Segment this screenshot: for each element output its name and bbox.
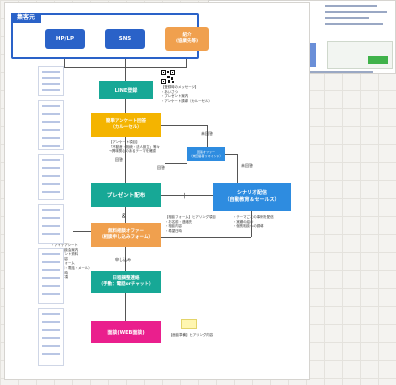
apply-label: 申し込み: [115, 257, 131, 262]
plus-label: ＋: [181, 192, 188, 200]
source-hp-lp[interactable]: HP/LP: [45, 29, 85, 49]
doc-link-list-2: [325, 5, 393, 35]
source-header: 集客元: [11, 13, 41, 23]
step-line-register[interactable]: LINE登録: [99, 81, 153, 99]
step-present[interactable]: プレゼント配布: [91, 183, 161, 207]
doc-screenshot: [327, 41, 393, 69]
amp-label: ＆: [121, 213, 128, 220]
thumbnail-2[interactable]: [38, 100, 64, 150]
unanswered-label-2: 未回答: [241, 163, 253, 168]
qr-code-icon: [161, 69, 175, 84]
source-sns[interactable]: SNS: [105, 29, 145, 49]
step-meeting[interactable]: 面談(WEB面談): [91, 321, 161, 343]
thumbnail-1[interactable]: [38, 66, 64, 96]
step-scenario[interactable]: シナリオ配信 （自動教育＆セールス）: [213, 183, 291, 211]
meeting-note: 【面談準備】ヒアリング内容: [169, 333, 214, 337]
answered-label-1: 回答: [115, 157, 123, 162]
thumbnail-3[interactable]: [38, 154, 64, 200]
source-referral[interactable]: 紹介 (協業先等): [165, 27, 209, 51]
line-register-note: 【登録時のメッセージ】 ・あいさつ ・プレゼント案内 ・アンケート誘導（カルーセ…: [161, 85, 212, 103]
survey-note: 【アンケート項目】 「不動産・相続・法人設立」等々 →興味関心のあるテーマを確認: [109, 140, 160, 154]
thumbnail-6[interactable]: [38, 308, 64, 366]
offer-note: 【相談フォーム】ヒアリング項目 ・お名前・連絡先 ・相談内容 ・希望日時: [165, 215, 216, 233]
thumbnail-4[interactable]: [38, 204, 64, 244]
thumbnail-strip[interactable]: [38, 66, 64, 370]
scenario-note: ・テーマごとの事例を配信 ・実績の紹介 ・個別相談への誘導: [233, 215, 274, 229]
step-survey[interactable]: 簡単アンケート回答 （カルーセル）: [91, 113, 161, 137]
step-schedule[interactable]: 日程調整連絡 （手動：電話orチャット）: [91, 271, 161, 293]
answered-label-2: 回答: [157, 165, 165, 170]
reminder-offer[interactable]: 回答オファー （未回答者リマインド）: [187, 147, 225, 161]
unanswered-label: 未回答: [201, 131, 213, 136]
step-offer[interactable]: 無料相談オファー （相談申し込みフォーム）: [91, 223, 161, 247]
thumbnail-5[interactable]: [38, 248, 64, 304]
sticky-note[interactable]: [181, 319, 197, 329]
